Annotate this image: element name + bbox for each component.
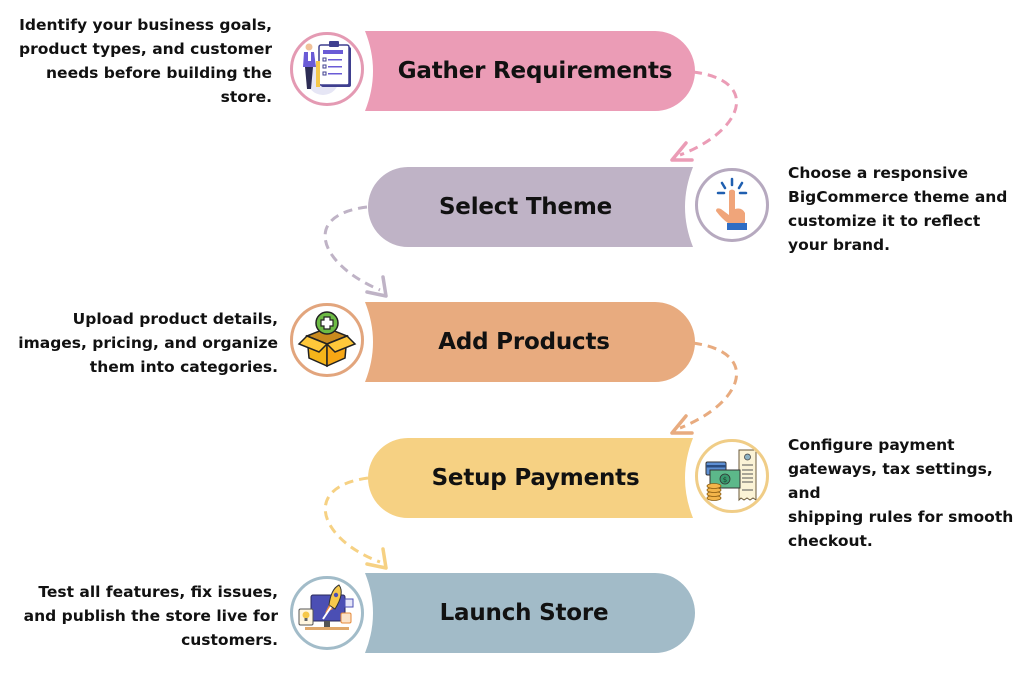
step-1-pill: Gather Requirements (365, 31, 695, 111)
step-5-icon-circle (290, 576, 364, 650)
step-1-title: Gather Requirements (397, 58, 673, 84)
rocket-launch-icon (298, 584, 354, 630)
step-5-pill-shape (365, 573, 695, 653)
box-add-icon (297, 311, 357, 368)
step-5-description: Test all features, fix issues, and publi… (23, 583, 278, 649)
step-1-icon-circle (290, 32, 364, 106)
step-3-description: Upload product details, images, pricing,… (18, 310, 278, 376)
step-4-pill-shape (368, 438, 693, 518)
step-4-description: Configure payment gateways, tax settings… (788, 436, 1014, 550)
step-4-pill: Setup Payments (368, 438, 693, 518)
step-1-description: Identify your business goals, product ty… (19, 16, 272, 106)
step-2-description: Choose a responsive BigCommerce theme an… (788, 164, 1008, 254)
step-1-pill-shape (365, 31, 695, 111)
step-3-title: Add Products (438, 329, 610, 355)
step-4-icon-circle: $ (695, 439, 769, 513)
payment-receipt-cash-icon: $ (705, 449, 757, 502)
step-3-pill-shape (365, 302, 695, 382)
step-2-pill-shape (368, 167, 693, 247)
step-2-icon-circle (695, 168, 769, 242)
step-2-pill: Select Theme (368, 167, 693, 247)
svg-text:$: $ (723, 476, 727, 484)
step-5-pill: Launch Store (365, 573, 695, 653)
step-5-title: Launch Store (439, 600, 609, 626)
tap-finger-icon (716, 177, 748, 230)
step-2-title: Select Theme (438, 194, 613, 220)
step-3-icon-circle (290, 303, 364, 377)
clipboard-checklist-person-icon (303, 41, 351, 95)
step-4-title: Setup Payments (431, 465, 640, 491)
step-3-pill: Add Products (365, 302, 695, 382)
